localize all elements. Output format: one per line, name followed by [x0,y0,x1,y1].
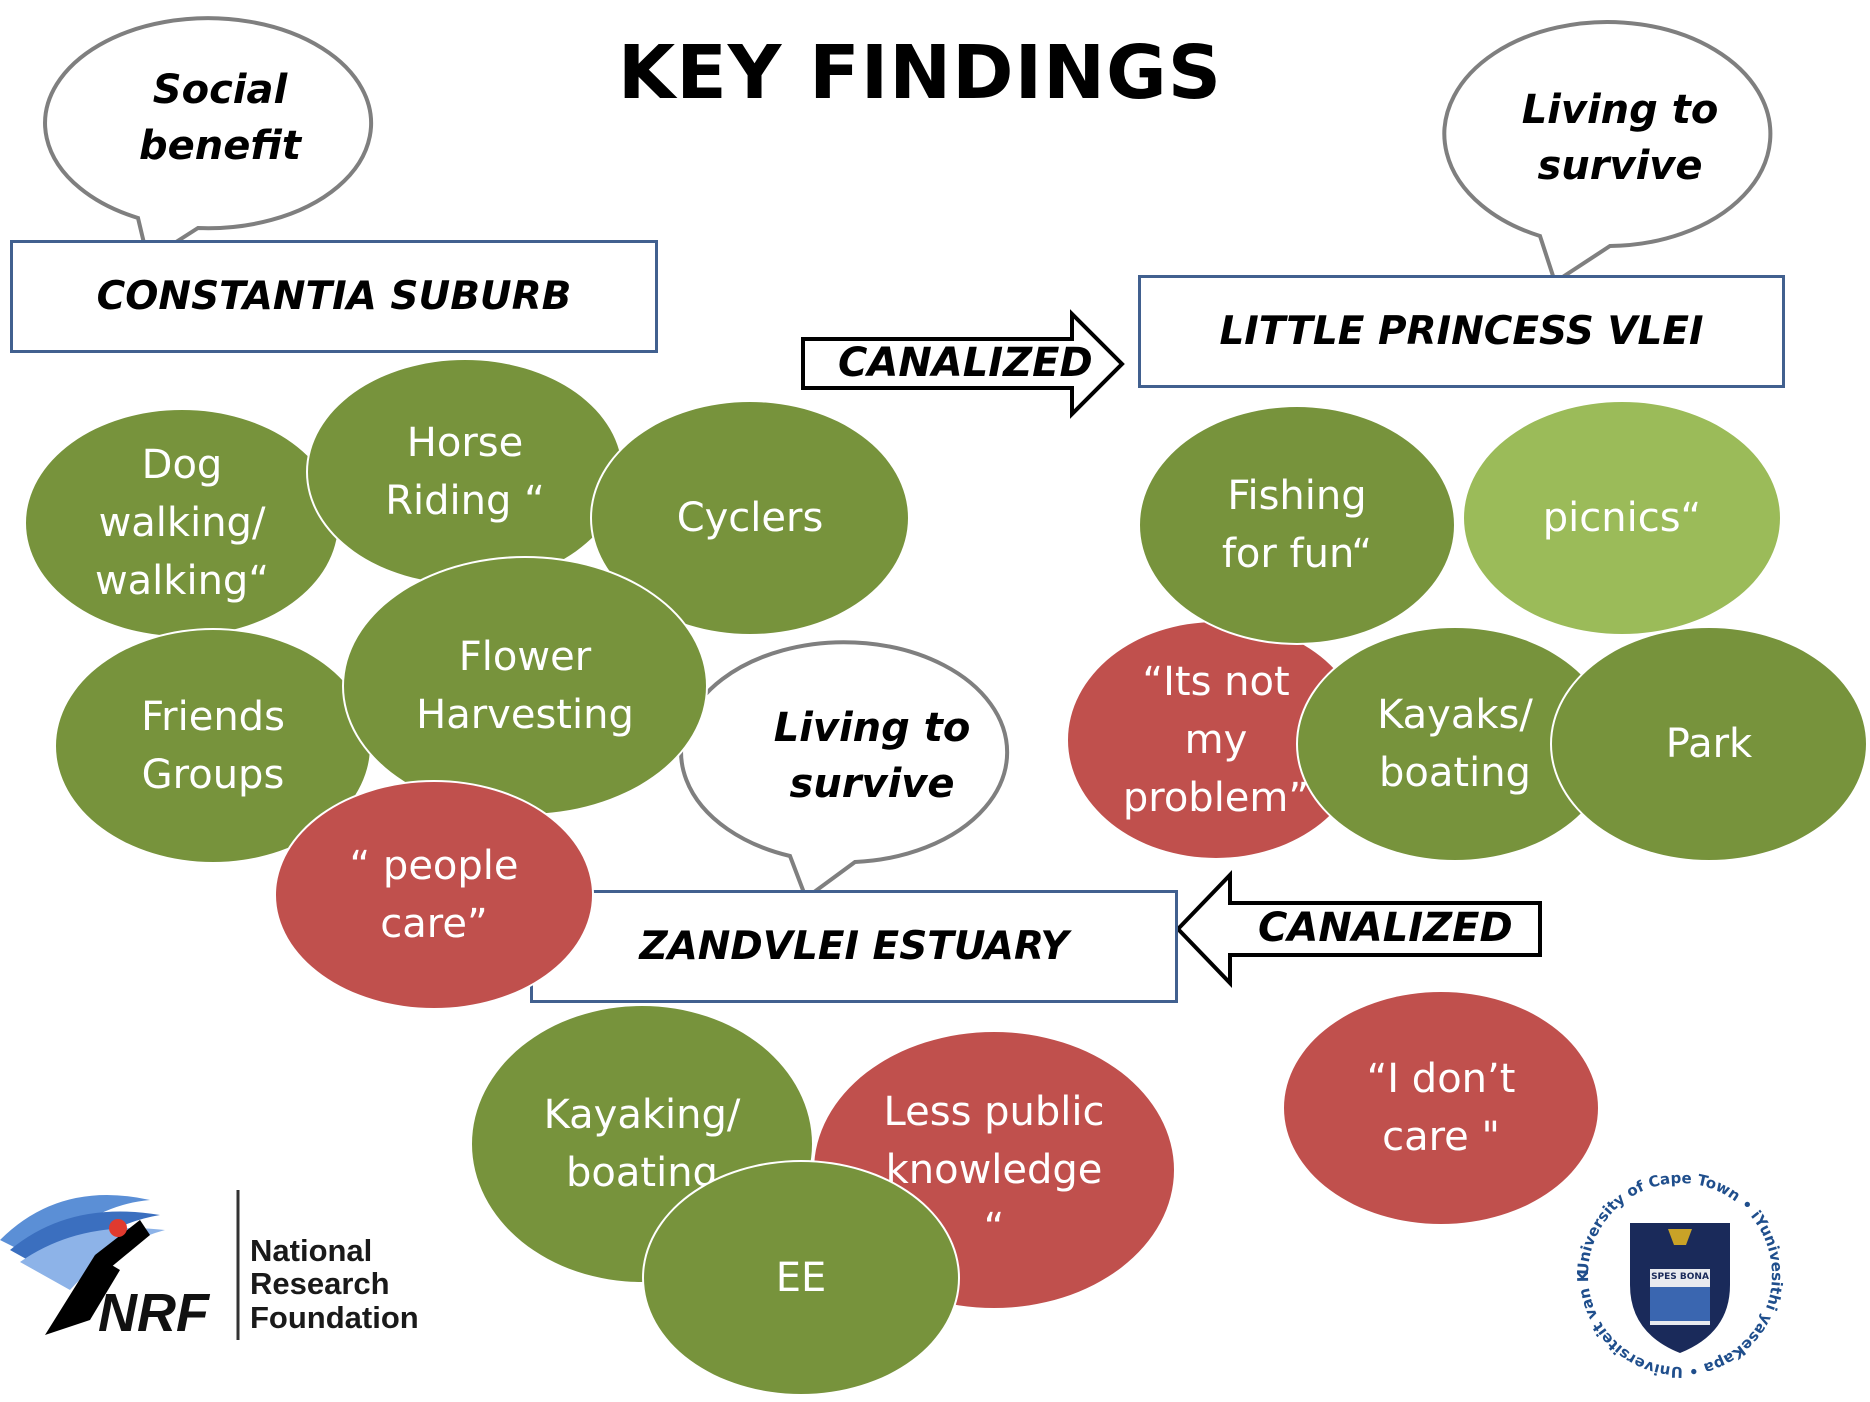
nrf-logo-name: National Research Foundation [250,1233,419,1335]
activity-flower-harvesting: Flower Harvesting [342,556,708,816]
activity-people-care: “ people care” [274,780,594,1010]
activity-dog-walking: Dog walking/ walking“ [24,408,340,638]
activity-i-dont-care: “I don’t care " [1282,990,1600,1226]
nrf-logo-abbr: NRF [98,1283,209,1343]
activity-park: Park [1550,626,1868,862]
activity-horse-riding: Horse Riding “ [306,358,624,586]
location-zandvlei-estuary: ZANDVLEI ESTUARY [530,890,1178,1003]
nrf-logo-mark [0,1190,240,1340]
speech-bubble-social-benefit-shape [43,16,374,264]
canalized-left-label: CANALIZED [1258,905,1513,951]
location-constantia-suburb: CONSTANTIA SUBURB [10,240,658,353]
page-title: KEY FINDINGS [617,30,1223,116]
speech-bubble-living-to-survive-top: Living to survive [1521,87,1719,189]
speech-bubble-living-to-survive-middle: Living to survive [773,705,971,807]
svg-text:SPES BONA: SPES BONA [1651,1272,1709,1282]
activity-picnics: picnics“ [1462,400,1782,636]
speech-bubble-living-top-shape [1442,20,1773,286]
speech-bubble-living-middle-shape [679,640,1010,902]
canalized-right-label: CANALIZED [838,340,1093,386]
canalized-left-arrow [1175,870,1542,988]
canalized-right-arrow [801,309,1125,419]
activity-fishing-for-fun: Fishing for fun“ [1138,405,1456,645]
location-little-princess-vlei: LITTLE PRINCESS VLEI [1138,275,1785,388]
activity-ee: EE [642,1160,960,1396]
speech-bubble-social-benefit: Social benefit [139,67,301,169]
uct-seal: University of Cape Town • iYunivesithi y… [1570,1165,1790,1385]
